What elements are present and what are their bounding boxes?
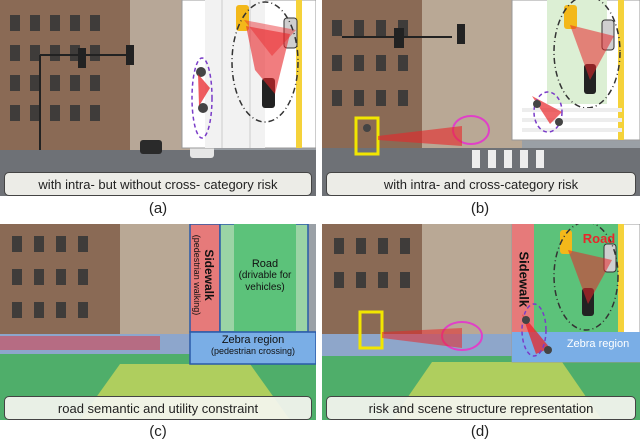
panel-a: with intra- but without cross- category … <box>0 0 316 196</box>
road-label-d: Road <box>582 231 616 246</box>
street-scene-a <box>0 0 316 196</box>
panel-b: with intra- and cross-category risk <box>322 0 640 196</box>
zebra-title-c: Zebra region <box>221 334 285 346</box>
road-sub-c: (drivable for vehicles) <box>238 270 292 293</box>
street-scene-d <box>322 224 640 420</box>
label-c: (c) <box>149 423 167 440</box>
caption-c: road semantic and utility constraint <box>4 396 312 420</box>
label-a: (a) <box>148 200 168 217</box>
sidewalk-label-d: Sidewalk <box>516 251 532 308</box>
zebra-label-c: Zebra region (pedestrian crossing) <box>190 334 316 356</box>
street-scene-c <box>0 224 316 420</box>
sidewalk-label-c: Sidewalk (pedestrian walking) <box>187 225 216 325</box>
panel-c: Sidewalk (pedestrian walking) Road (driv… <box>0 224 316 420</box>
caption-d: risk and scene structure representation <box>326 396 636 420</box>
sidewalk-sub-c: (pedestrian walking) <box>191 234 202 316</box>
road-title-c: Road <box>251 258 279 270</box>
caption-a: with intra- but without cross- category … <box>4 172 312 196</box>
panel-d: Sidewalk Road Zebra region risk and scen… <box>322 224 640 420</box>
label-d: (d) <box>470 423 490 440</box>
sidewalk-title-c: Sidewalk <box>202 249 216 301</box>
caption-b: with intra- and cross-category risk <box>326 172 636 196</box>
label-b: (b) <box>470 200 490 217</box>
road-label-c: Road (drivable for vehicles) <box>234 258 296 293</box>
zebra-sub-c: (pedestrian crossing) <box>210 346 296 357</box>
street-scene-b <box>322 0 640 196</box>
zebra-label-d: Zebra region <box>566 338 630 350</box>
